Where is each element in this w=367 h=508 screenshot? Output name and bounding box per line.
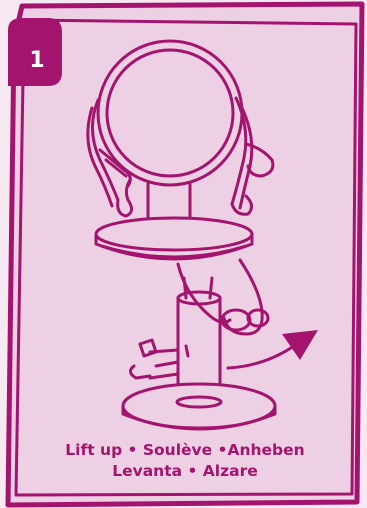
caption-line-1: Lift up • Soulève •Anheben: [30, 440, 340, 461]
step-number: 1: [17, 40, 57, 80]
caption-line-2: Levanta • Alzare: [30, 461, 340, 482]
instruction-caption: Lift up • Soulève •Anheben Levanta • Alz…: [30, 440, 340, 482]
